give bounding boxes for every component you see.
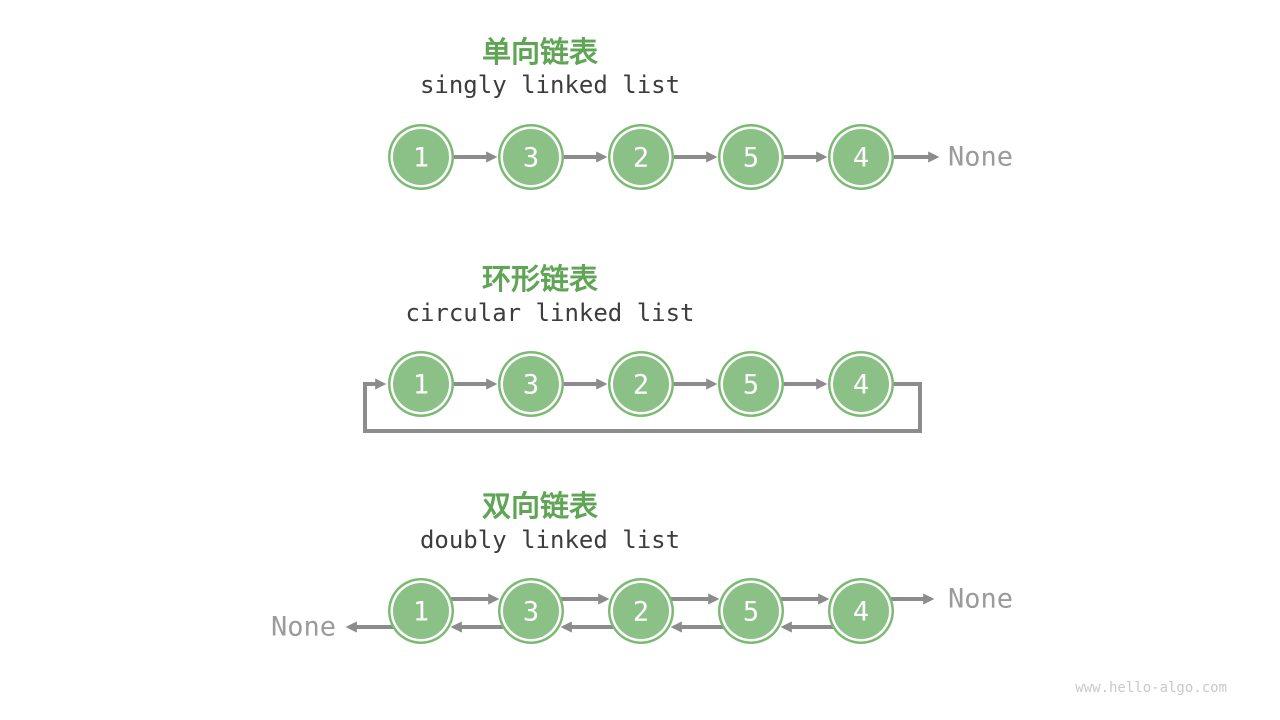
node-value: 2 — [633, 597, 649, 628]
section-title: 双向链表 — [482, 489, 598, 523]
circular-loop-arrow-icon — [363, 378, 922, 433]
node-value: 4 — [853, 143, 869, 174]
node: 3 — [498, 578, 564, 644]
node-value: 2 — [633, 370, 649, 401]
node: 4 — [828, 351, 894, 417]
node-body — [723, 583, 779, 639]
node-value: 3 — [523, 370, 539, 401]
node: 3 — [498, 351, 564, 417]
section-singly-linked-list: 单向链表 singly linked list None 1 3 2 — [388, 35, 1013, 190]
none-label: None — [948, 142, 1013, 173]
node-body — [833, 583, 889, 639]
section-subtitle: doubly linked list — [420, 526, 680, 554]
node-body — [503, 129, 559, 185]
section-subtitle: singly linked list — [420, 71, 680, 99]
node: 2 — [608, 124, 674, 190]
node: 2 — [608, 578, 674, 644]
node-body — [833, 129, 889, 185]
node-value: 1 — [413, 370, 429, 401]
node-body — [393, 583, 449, 639]
node-value: 5 — [743, 370, 759, 401]
node: 2 — [608, 351, 674, 417]
node: 1 — [388, 124, 454, 190]
node: 5 — [718, 124, 784, 190]
watermark: www.hello-algo.com — [1075, 680, 1227, 696]
node: 3 — [498, 124, 564, 190]
section-doubly-linked-list: 双向链表 doubly linked list None None 1 3 — [271, 489, 1013, 644]
none-label: None — [948, 584, 1013, 615]
node-value: 3 — [523, 143, 539, 174]
node: 1 — [388, 578, 454, 644]
node-value: 1 — [413, 597, 429, 628]
node-body — [613, 356, 669, 412]
node-body — [503, 583, 559, 639]
node-body — [503, 356, 559, 412]
node: 4 — [828, 124, 894, 190]
node-body — [613, 129, 669, 185]
node-body — [393, 129, 449, 185]
section-title: 环形链表 — [482, 262, 598, 296]
node-value: 5 — [743, 597, 759, 628]
node-body — [723, 129, 779, 185]
node-value: 4 — [853, 597, 869, 628]
node: 1 — [388, 351, 454, 417]
section-circular-linked-list: 环形链表 circular linked list 1 3 2 — [363, 262, 922, 433]
section-subtitle: circular linked list — [406, 299, 695, 327]
node-value: 4 — [853, 370, 869, 401]
node: 5 — [718, 578, 784, 644]
node: 5 — [718, 351, 784, 417]
node-value: 2 — [633, 143, 649, 174]
node-body — [723, 356, 779, 412]
node-value: 3 — [523, 597, 539, 628]
node: 4 — [828, 578, 894, 644]
node-value: 1 — [413, 143, 429, 174]
section-title: 单向链表 — [482, 35, 598, 69]
none-label: None — [271, 612, 336, 643]
node-value: 5 — [743, 143, 759, 174]
node-body — [833, 356, 889, 412]
node-body — [393, 356, 449, 412]
node-body — [613, 583, 669, 639]
